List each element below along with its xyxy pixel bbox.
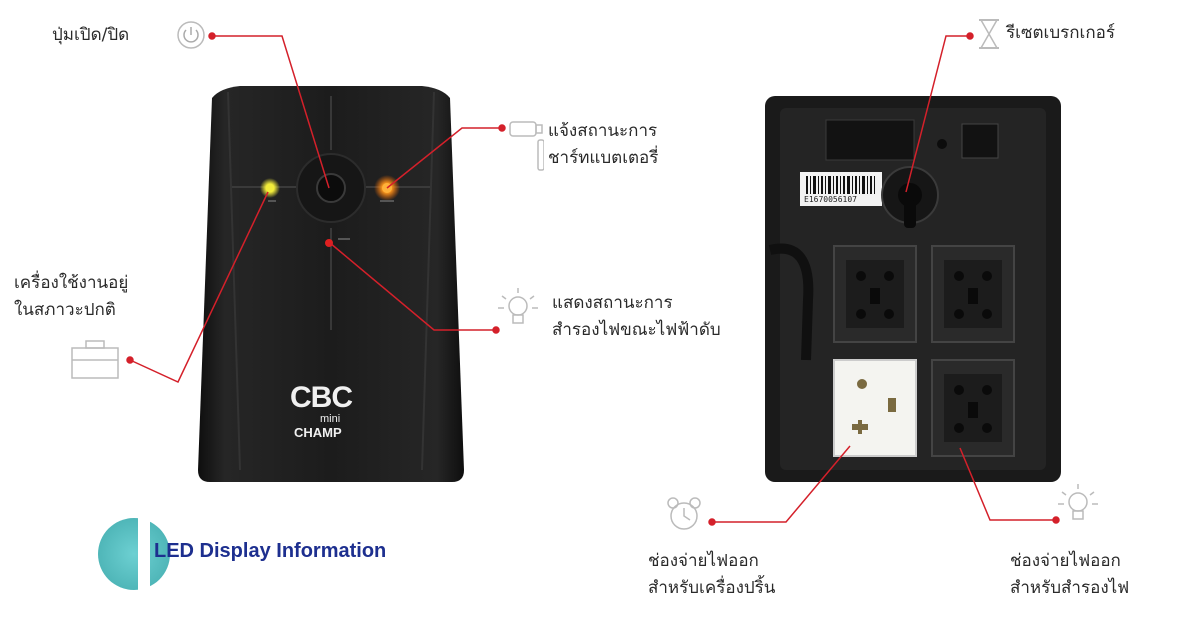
barcode-number: E1670056107 <box>804 195 857 204</box>
teal-accent-circle <box>98 518 170 590</box>
breaker-reset-label: รีเซตเบรกเกอร์ <box>1006 23 1115 43</box>
brand-logo: CBC mini CHAMP <box>290 383 376 443</box>
section-title: LED Display Information <box>154 540 387 562</box>
lightbulb-icon <box>1058 484 1098 520</box>
power-button-label: ปุ่มเปิด/ปิด <box>52 25 130 45</box>
ups-back <box>765 96 1061 482</box>
ups-front <box>198 86 464 482</box>
brand-model-small: mini <box>320 413 341 425</box>
lightbulb-icon <box>498 288 538 324</box>
power-icon <box>177 21 205 49</box>
barcode <box>806 176 875 194</box>
brand-model-large: CHAMP <box>294 425 342 440</box>
hourglass-icon <box>979 19 999 49</box>
backup-status-label: แสดงสถานะการ สำรองไฟขณะไฟฟ้าดับ <box>552 293 721 340</box>
charge-status-label: แจ้งสถานะการ ชาร์ทแบตเตอรี่ <box>548 121 659 168</box>
normal-use-label: เครื่องใช้งานอยู่ ในสภาวะปกติ <box>14 273 129 320</box>
briefcase-icon <box>71 340 119 379</box>
brand-logo-text: CBC <box>290 381 353 414</box>
backup-outlet-label: ช่องจ่ายไฟออก สำหรับสำรองไฟ <box>1010 551 1130 598</box>
printer-outlet-label: ช่องจ่ายไฟออก สำหรับเครื่องปริ้น <box>648 551 776 598</box>
outlet-bottom-left-white <box>833 359 917 457</box>
outlet-top-right <box>931 245 1015 343</box>
outlet-bottom-right <box>931 359 1015 457</box>
callout-lines <box>126 32 1060 526</box>
alarm-clock-icon <box>667 497 701 530</box>
outlet-top-left <box>833 245 917 343</box>
usb-battery-icon <box>509 121 544 171</box>
